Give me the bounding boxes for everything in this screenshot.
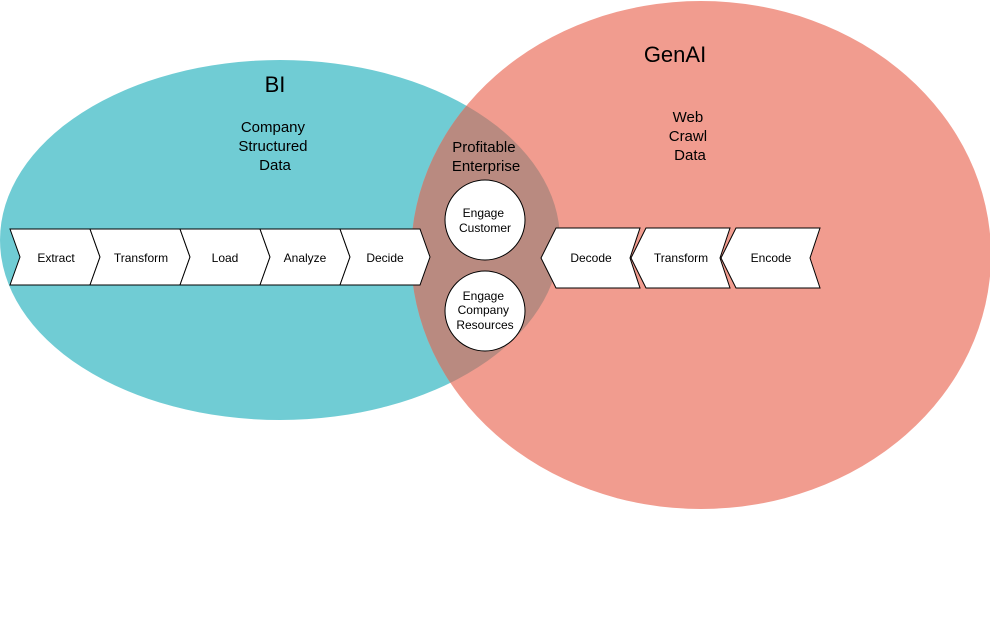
genai-subtitle: Web Crawl Data: [669, 109, 712, 164]
outcome-label-line: Customer: [459, 221, 511, 235]
bi-subtitle-line: Data: [259, 157, 291, 174]
bi-step: Load: [179, 228, 271, 286]
bi-step-label: Analyze: [284, 251, 327, 265]
bi-subtitle-line: Company: [241, 119, 306, 136]
genai-step: Transform: [630, 227, 731, 289]
outcome-label-line: Resources: [456, 318, 513, 332]
genai-subtitle-line: Data: [674, 147, 706, 164]
bi-step: Analyze: [259, 228, 351, 286]
overlap-title-line: Enterprise: [452, 158, 520, 175]
genai-step-label: Decode: [570, 251, 612, 265]
bi-title: BI: [265, 72, 286, 97]
outcome-circle: [444, 270, 526, 352]
bi-subtitle-line: Structured: [238, 138, 307, 155]
genai-step: Decode: [540, 227, 641, 289]
bi-step-label: Load: [212, 251, 239, 265]
bi-step-label: Transform: [114, 251, 168, 265]
genai-step: Encode: [720, 227, 821, 289]
genai-title: GenAI: [644, 42, 706, 67]
genai-step-label: Encode: [751, 251, 792, 265]
bi-step: Decide: [339, 228, 431, 286]
outcome-engage-company-resources: Engage Company Resources: [444, 270, 526, 352]
outcome-label: Engage Customer: [459, 206, 511, 235]
bi-step: Transform: [89, 228, 191, 286]
bi-step-label: Extract: [37, 251, 75, 265]
overlap-title-line: Profitable: [452, 139, 515, 156]
outcome-label-line: Company: [458, 303, 509, 317]
bi-subtitle: Company Structured Data: [238, 119, 311, 174]
outcome-label: Engage Company Resources: [456, 289, 513, 332]
outcome-label-line: Engage: [463, 206, 505, 220]
bi-step: Extract: [9, 228, 101, 286]
bi-step-chevron: [339, 228, 431, 286]
outcome-label-line: Engage: [463, 289, 505, 303]
genai-subtitle-line: Crawl: [669, 128, 707, 145]
bi-step-label: Decide: [366, 251, 404, 265]
genai-step-chevron: [540, 227, 641, 289]
genai-subtitle-line: Web: [673, 109, 704, 126]
overlap-title: Profitable Enterprise: [452, 139, 520, 175]
outcome-engage-customer: Engage Customer: [444, 179, 526, 261]
genai-step-chevron: [720, 227, 821, 289]
genai-step-chevron: [630, 227, 731, 289]
outcome-circle: [444, 179, 526, 261]
genai-step-label: Transform: [654, 251, 708, 265]
